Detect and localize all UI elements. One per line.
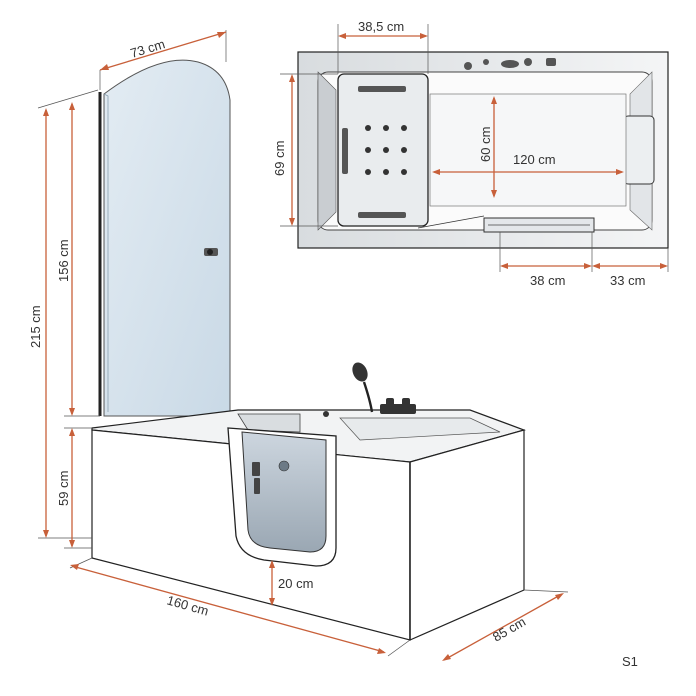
top-view-headrest: [623, 115, 655, 185]
bathtub-body: [91, 409, 526, 641]
screen-width-label: 73 cm: [128, 36, 166, 61]
door-handle-icon: [204, 248, 218, 256]
step-height-label: 20 cm: [278, 576, 313, 591]
inner-length-label: 120 cm: [513, 152, 556, 167]
seat-width-label: 38,5 cm: [358, 19, 404, 34]
shower-screen: [98, 59, 231, 417]
top-view-dimensions: [280, 24, 669, 272]
faucet-icon: [464, 58, 556, 70]
tub-length-label: 160 cm: [165, 592, 210, 618]
door-width-label: 38 cm: [530, 273, 565, 288]
inner-depth-label: 60 cm: [478, 127, 493, 162]
top-view-inner-shading: [317, 71, 337, 231]
end-distance-label: 33 cm: [610, 273, 645, 288]
tub-height-label: 59 cm: [56, 471, 71, 506]
tub-width-label: 85 cm: [490, 614, 528, 645]
massage-jet-icon: [365, 125, 407, 175]
total-height-label: 215 cm: [28, 305, 43, 348]
main-view-dimensions: [37, 30, 569, 661]
screen-height-label: 156 cm: [56, 239, 71, 282]
faucet-icon: [323, 398, 416, 417]
inner-width-label: 69 cm: [272, 141, 287, 176]
figure-id: S1: [622, 654, 638, 669]
shower-head-icon: [352, 362, 374, 413]
top-view: [297, 51, 669, 249]
